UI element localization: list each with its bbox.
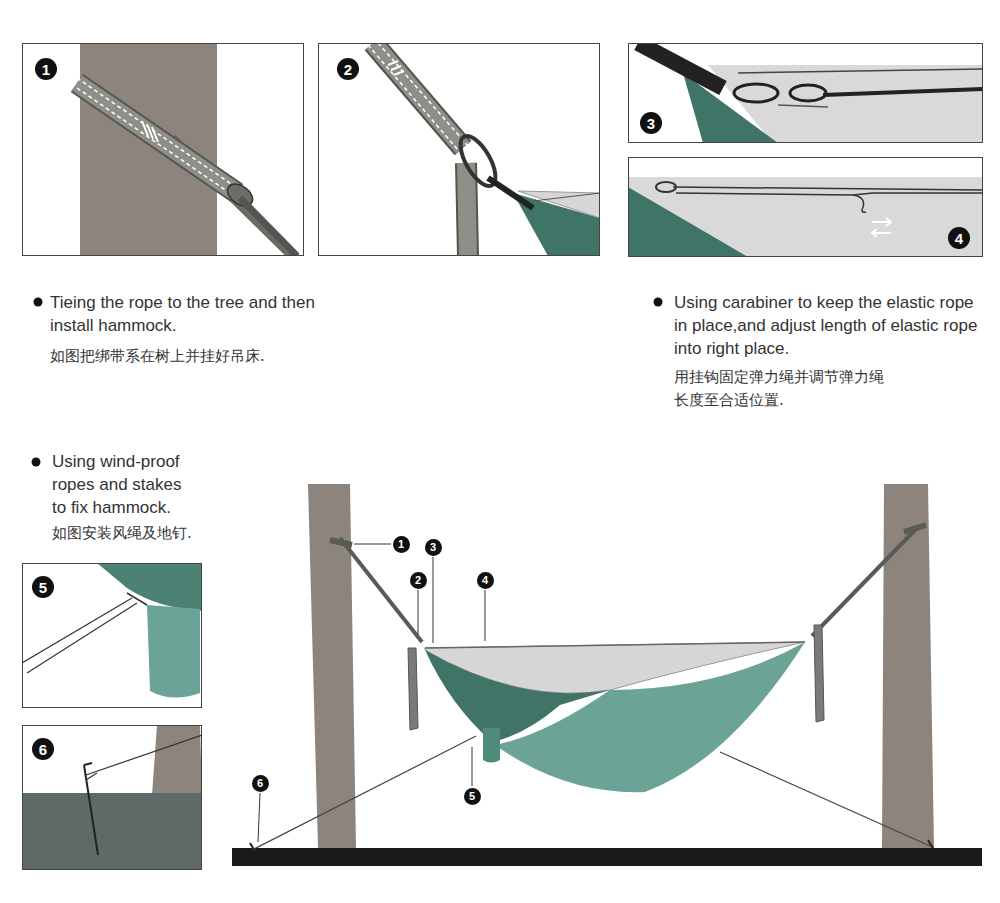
instruction-text: Using wind-proof ropes and stakes to fix… [52,450,197,519]
panel-art [628,177,983,257]
callout-number: 6 [252,775,269,792]
bullet [34,298,43,307]
instruction-text: Tieing the rope to the tree and then ins… [50,291,335,337]
step-panel: 2 [318,43,600,256]
callout-number: 2 [410,572,427,589]
callout-number: 5 [464,788,481,805]
instruction-text: 如图把绑带系在树上并挂好吊床. [50,345,350,368]
step-panel: 1 [22,43,304,256]
panel-art [22,563,202,698]
step-panel: 6 [22,725,202,870]
step-number: 1 [35,58,57,80]
step-number: 6 [32,738,54,760]
instruction-text: Using carabiner to keep the elastic rope… [674,291,979,360]
step-number: 5 [32,576,54,598]
bullet [32,458,41,467]
bullet [654,298,663,307]
step-number: 4 [948,227,970,249]
callout-number: 1 [393,536,410,553]
instruction-text: 如图安装风绳及地钉. [52,522,272,545]
step-number: 2 [337,58,359,80]
step-number: 3 [640,112,662,134]
panel-art [638,43,983,143]
leader-lines [258,544,485,842]
step-panel: 3 [628,43,983,143]
step-panel: 5 [22,563,202,708]
main-illustration [232,484,982,866]
callout-number: 4 [477,572,494,589]
instruction-text: 用挂钩固定弹力绳并调节弹力绳 长度至合适位置. [674,366,892,412]
panel-art [77,43,297,256]
step-panel: 4 [628,157,983,257]
panel-art [22,725,202,870]
panel-art [368,43,600,256]
callout-number: 3 [425,539,442,556]
